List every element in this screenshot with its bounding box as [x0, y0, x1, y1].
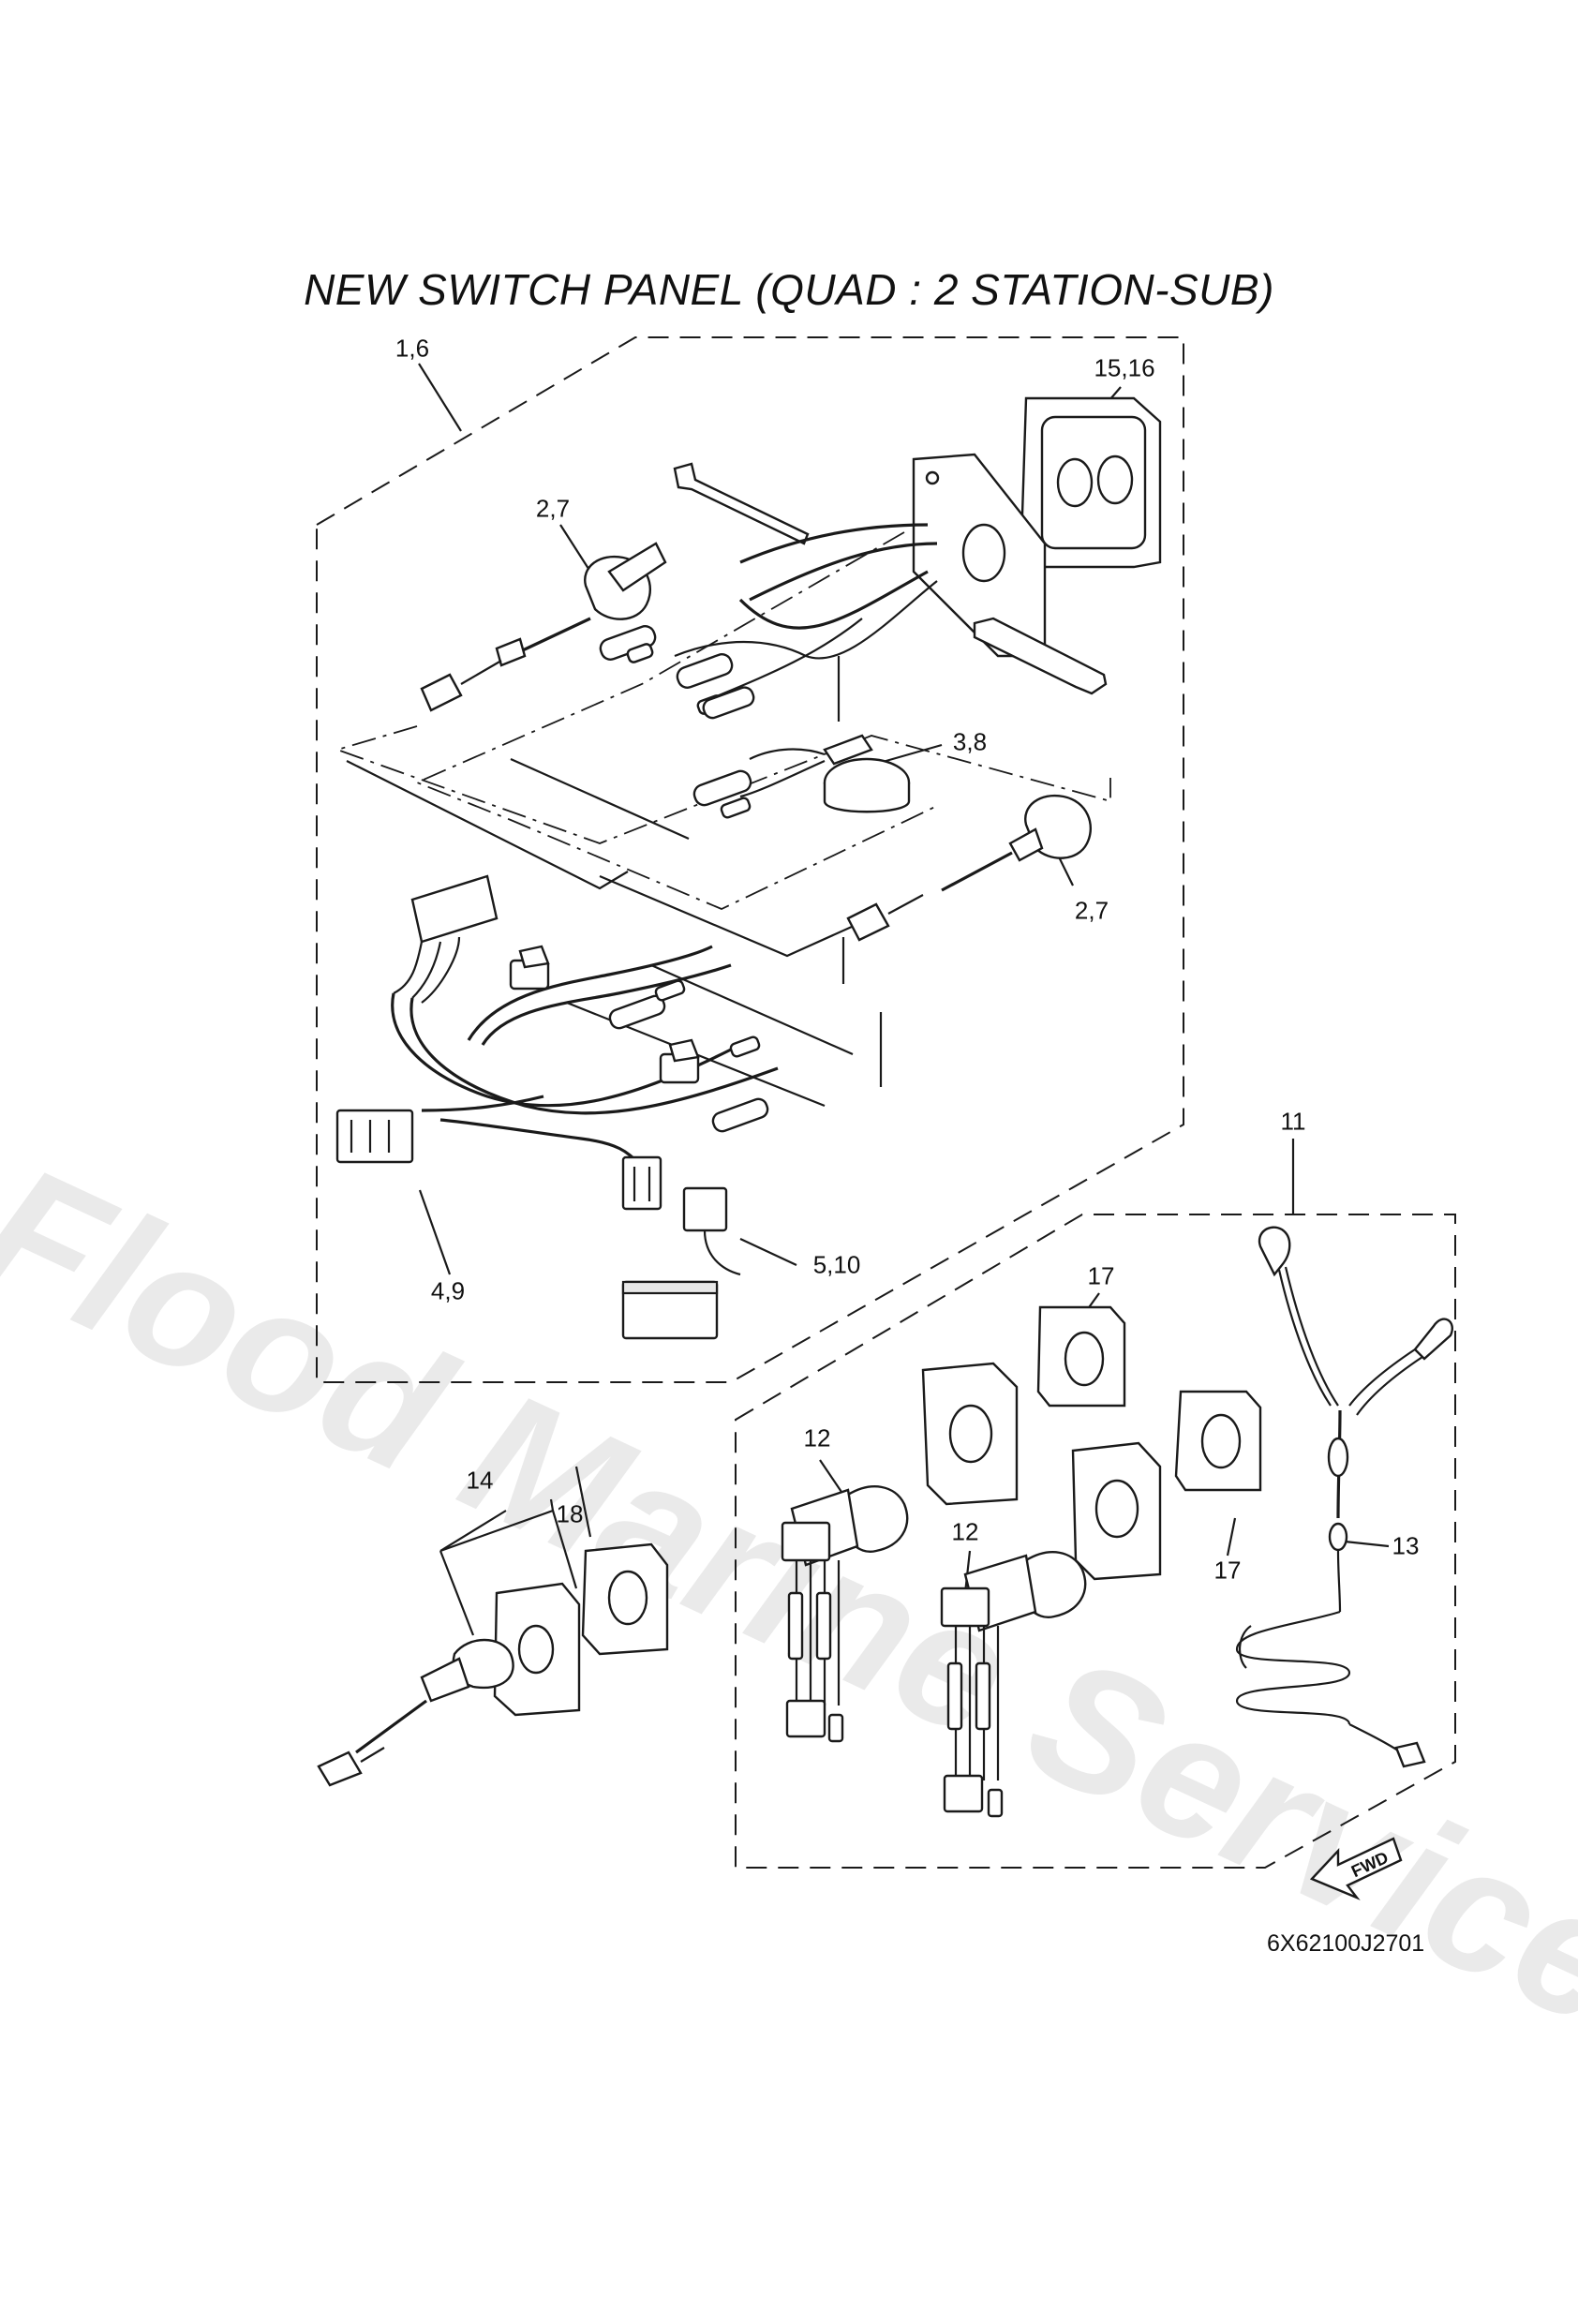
- part-gasket-upper: [1036, 1305, 1126, 1408]
- callout-18[interactable]: 18: [556, 1499, 584, 1528]
- part-plug-upper: [420, 542, 667, 712]
- callout-17-upper[interactable]: 17: [1087, 1261, 1115, 1290]
- part-harness-lower: [335, 874, 779, 1211]
- callout-2-7-lower[interactable]: 2,7: [1074, 896, 1109, 925]
- callout-12-a[interactable]: 12: [803, 1423, 831, 1452]
- part-plug-lower: [846, 794, 1092, 942]
- part-gasket-lower: [1174, 1390, 1262, 1492]
- part-gasket-18: [581, 1542, 669, 1656]
- group-outline-main: [316, 336, 1184, 1383]
- part-cover-gasket: [1020, 396, 1162, 569]
- diagram-title: NEW SWITCH PANEL (QUAD : 2 STATION-SUB): [304, 265, 1274, 314]
- part-switch-plate-b: [1071, 1441, 1162, 1581]
- part-harness-upper: [674, 523, 938, 700]
- part-switch-assembly-b: [940, 1551, 1087, 1818]
- part-lanyard: [1235, 1226, 1453, 1768]
- fwd-arrow-icon: [1309, 1837, 1403, 1900]
- callout-13[interactable]: 13: [1392, 1531, 1420, 1560]
- callout-17-lower[interactable]: 17: [1213, 1556, 1242, 1585]
- part-relay: [621, 1186, 741, 1340]
- callout-2-7-upper[interactable]: 2,7: [535, 494, 571, 523]
- part-bullet-connectors: [599, 625, 755, 720]
- callout-3-8[interactable]: 3,8: [952, 727, 988, 756]
- callout-11[interactable]: 11: [1280, 1107, 1306, 1136]
- leader-lines: [418, 363, 1390, 1636]
- callout-14[interactable]: 14: [466, 1466, 494, 1495]
- group-outline-lanyard-switch: [735, 1214, 1456, 1869]
- callout-1-6[interactable]: 1,6: [394, 334, 430, 363]
- part-switch-plate-a: [921, 1362, 1019, 1506]
- callout-12-b[interactable]: 12: [951, 1517, 979, 1546]
- callout-4-9[interactable]: 4,9: [430, 1276, 466, 1305]
- diagram-code: 6X62100J2701: [1267, 1930, 1425, 1957]
- part-switch-14: [317, 1582, 581, 1787]
- routing-lines: [335, 531, 1111, 1108]
- part-buzzer: [692, 734, 911, 819]
- part-switch-assembly-a: [781, 1485, 909, 1743]
- callout-15-16[interactable]: 15,16: [1094, 353, 1155, 382]
- callout-5-10[interactable]: 5,10: [812, 1250, 861, 1279]
